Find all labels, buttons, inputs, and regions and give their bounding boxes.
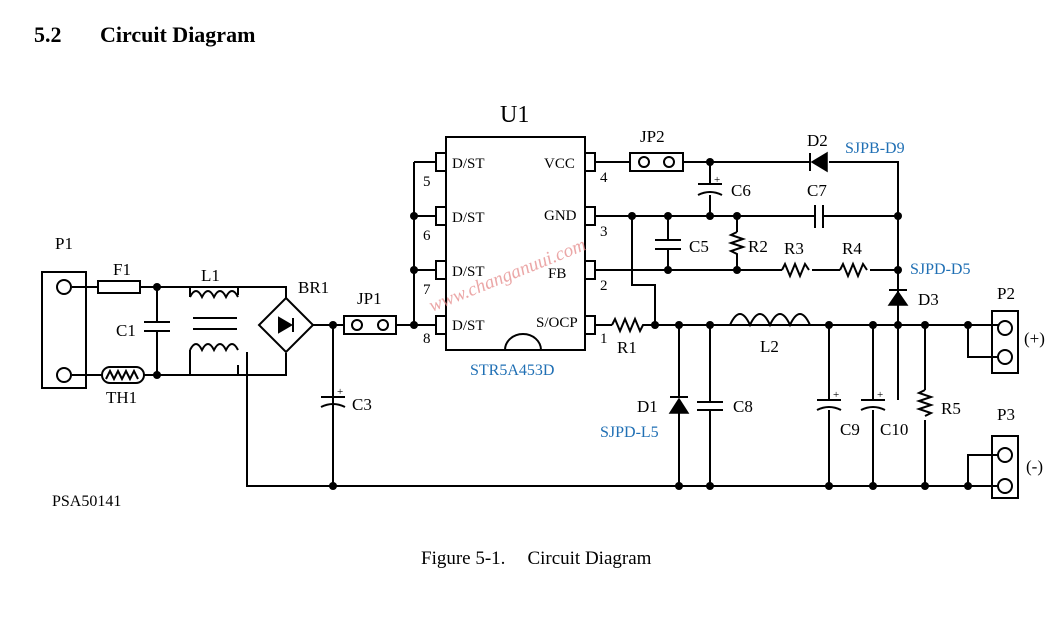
- label-p3: P3: [997, 405, 1015, 424]
- label-r1: R1: [617, 338, 637, 357]
- pin2-num: 2: [600, 278, 608, 294]
- pin6-name: D/ST: [452, 210, 485, 226]
- svg-text:+: +: [337, 386, 343, 398]
- pin7-num: 7: [423, 282, 431, 298]
- label-board: PSA50141: [52, 493, 121, 510]
- c9-capacitor: [816, 399, 842, 411]
- pin7-name: D/ST: [452, 264, 485, 280]
- d2-diode: [810, 151, 828, 173]
- section-heading: 5.2 Circuit Diagram: [34, 22, 255, 48]
- br1-bridge: [257, 296, 315, 354]
- label-l2: L2: [760, 337, 779, 356]
- u1-ic-body: [445, 136, 586, 351]
- label-plus: (+): [1024, 329, 1045, 348]
- label-r5: R5: [941, 399, 961, 418]
- label-d1-part: SJPD-L5: [600, 424, 659, 441]
- label-c10: C10: [880, 420, 908, 439]
- jp2-jumper: [629, 152, 684, 172]
- label-p1: P1: [55, 234, 73, 253]
- jp1-jumper: [343, 315, 397, 335]
- pin3-name: GND: [544, 208, 577, 224]
- label-c7: C7: [807, 181, 827, 200]
- pin1-num: 1: [600, 331, 608, 347]
- r1-resistor: [611, 316, 646, 334]
- l2-inductor: [729, 313, 811, 328]
- r2-resistor: [727, 231, 747, 258]
- svg-text:+: +: [714, 174, 720, 186]
- label-r2: R2: [748, 237, 768, 256]
- br1-diode-symbol: [278, 316, 294, 334]
- u1-ref: U1: [500, 102, 529, 128]
- figure-caption: Figure 5-1. Circuit Diagram: [421, 548, 651, 570]
- label-d2-part: SJPB-D9: [845, 140, 905, 157]
- label-jp2: JP2: [640, 127, 665, 146]
- pin8-name: D/ST: [452, 318, 485, 334]
- label-c3: C3: [352, 395, 372, 414]
- l1-coil-bottom: [189, 343, 239, 353]
- label-l1: L1: [201, 266, 220, 285]
- label-br1: BR1: [298, 278, 329, 297]
- label-d1: D1: [637, 397, 658, 416]
- c6-capacitor: [697, 183, 723, 196]
- r4-resistor: [839, 261, 868, 279]
- wires: [41, 161, 1019, 499]
- d3-diode: [887, 290, 909, 306]
- c1-capacitor: [144, 321, 170, 332]
- c8-capacitor: [697, 401, 723, 411]
- label-c5: C5: [689, 237, 709, 256]
- pin4-num: 4: [600, 170, 608, 186]
- label-c9: C9: [840, 420, 860, 439]
- r5-resistor: [915, 389, 935, 417]
- label-r3: R3: [784, 239, 804, 258]
- f1-fuse: [97, 280, 141, 294]
- label-jp1: JP1: [357, 289, 382, 308]
- pin1-name: S/OCP: [536, 315, 578, 331]
- c5-capacitor: [655, 239, 681, 250]
- figure-title: Circuit Diagram: [527, 548, 652, 569]
- ic-part-label: STR5A453D: [470, 362, 554, 379]
- c7-capacitor: [814, 205, 824, 228]
- label-c8: C8: [733, 397, 753, 416]
- section-number: 5.2: [34, 22, 62, 47]
- c10-capacitor: [860, 399, 886, 411]
- label-th1: TH1: [106, 388, 137, 407]
- label-d3-part: SJPD-D5: [910, 261, 970, 278]
- svg-text:+: +: [833, 389, 839, 401]
- label-p2: P2: [997, 284, 1015, 303]
- label-c1: C1: [116, 321, 136, 340]
- th1-thermistor: [101, 366, 145, 384]
- p2-connector: [991, 310, 1019, 374]
- label-c6: C6: [731, 181, 751, 200]
- label-d2: D2: [807, 131, 828, 150]
- label-f1: F1: [113, 260, 131, 279]
- pin2-name: FB: [548, 266, 566, 282]
- pin8-num: 8: [423, 331, 431, 347]
- figure-number: Figure 5-1.: [421, 548, 506, 569]
- p3-connector: [991, 435, 1019, 499]
- pin5-num: 5: [423, 174, 431, 190]
- pin5-name: D/ST: [452, 156, 485, 172]
- label-minus: (-): [1026, 457, 1043, 476]
- l1-coil-top: [189, 290, 239, 300]
- pin4-name: VCC: [544, 156, 575, 172]
- pin6-num: 6: [423, 228, 431, 244]
- p1-connector: [41, 271, 87, 389]
- label-r4: R4: [842, 239, 862, 258]
- r3-resistor: [781, 261, 810, 279]
- label-d3: D3: [918, 290, 939, 309]
- d1-diode: [668, 397, 690, 414]
- section-title: Circuit Diagram: [100, 22, 256, 47]
- pin3-num: 3: [600, 224, 608, 240]
- svg-text:+: +: [877, 389, 883, 401]
